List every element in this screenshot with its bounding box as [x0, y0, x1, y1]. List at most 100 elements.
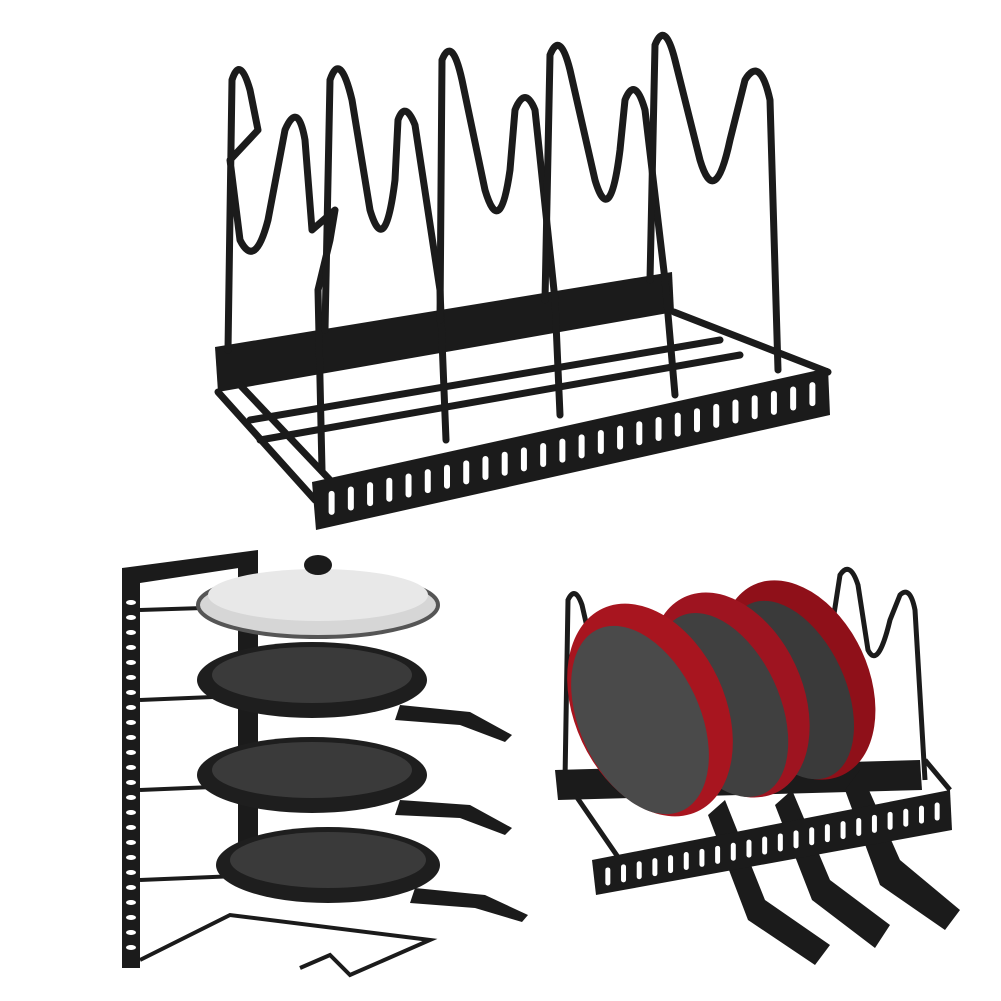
- slot: [126, 765, 136, 770]
- slot: [699, 848, 705, 867]
- slot: [126, 660, 136, 665]
- slot: [777, 833, 783, 852]
- slot: [126, 795, 136, 800]
- slot: [126, 855, 136, 860]
- slot: [840, 821, 846, 840]
- divider-wire: [541, 41, 679, 399]
- slot: [126, 750, 136, 755]
- side-rail: [670, 308, 832, 376]
- slot: [871, 814, 877, 833]
- side-plate: [122, 550, 258, 968]
- divider-wire: [827, 566, 928, 781]
- slot: [126, 705, 136, 710]
- slot: [809, 382, 816, 407]
- slot: [405, 473, 412, 498]
- slot: [713, 403, 720, 428]
- slot: [746, 839, 752, 858]
- slot: [770, 390, 777, 415]
- slot: [367, 482, 374, 507]
- slot: [463, 460, 470, 485]
- pot-lid: [196, 555, 440, 639]
- slot: [824, 824, 830, 843]
- slot-column: [126, 600, 136, 950]
- slot: [694, 408, 700, 433]
- slot: [126, 630, 136, 635]
- frying-pan: [216, 827, 528, 922]
- top-expandable-rack: [214, 31, 832, 530]
- slot: [605, 867, 611, 886]
- cross-rail: [246, 336, 724, 424]
- slot: [126, 645, 136, 650]
- slot: [126, 720, 136, 725]
- slot: [126, 825, 136, 830]
- frying-pan: [197, 737, 512, 835]
- slot: [520, 447, 527, 472]
- slot: [126, 600, 136, 605]
- slot: [674, 412, 681, 437]
- pan-handle: [395, 705, 512, 742]
- slot: [540, 443, 547, 468]
- slot: [126, 840, 136, 845]
- slot: [126, 690, 136, 695]
- slot: [126, 615, 136, 620]
- horizontal-pan-rack: [555, 566, 960, 965]
- slot: [790, 386, 797, 411]
- slot: [559, 438, 566, 463]
- lid-knob: [304, 555, 332, 575]
- side-rail: [923, 758, 952, 792]
- slot: [809, 827, 815, 846]
- slot: [126, 780, 136, 785]
- slot: [424, 469, 431, 494]
- slot: [126, 885, 136, 890]
- slot: [887, 811, 893, 830]
- slot: [793, 830, 799, 849]
- slot: [730, 842, 736, 861]
- slot: [126, 675, 136, 680]
- divider-wire: [646, 31, 782, 374]
- slot: [126, 915, 136, 920]
- slot: [636, 421, 643, 446]
- slot: [328, 490, 335, 515]
- divider-wire: [321, 65, 450, 444]
- slot: [762, 836, 768, 855]
- slot: [386, 477, 393, 502]
- slot-row: [605, 802, 940, 886]
- slot: [934, 802, 940, 821]
- slot: [617, 425, 624, 450]
- slot: [636, 861, 642, 880]
- slot: [732, 399, 739, 424]
- slot: [655, 416, 662, 441]
- divider-wire: [436, 47, 564, 419]
- slot: [918, 805, 924, 824]
- slot: [597, 429, 604, 454]
- slot: [444, 464, 450, 489]
- front-plate: [592, 790, 952, 895]
- slot: [903, 808, 909, 827]
- pan-handle: [410, 888, 528, 922]
- slot: [751, 395, 758, 420]
- front-plate: [312, 368, 830, 530]
- slot: [126, 870, 136, 875]
- frying-pan: [197, 642, 512, 742]
- divider-wire: [224, 66, 339, 474]
- slot: [501, 451, 508, 476]
- slot: [621, 864, 627, 883]
- slot: [482, 456, 489, 481]
- slot: [347, 486, 354, 511]
- slot: [126, 900, 136, 905]
- slot: [715, 845, 721, 864]
- slot: [683, 852, 689, 870]
- slot: [856, 818, 862, 836]
- pan-handle: [395, 800, 512, 835]
- slot: [126, 930, 136, 935]
- slot: [668, 855, 674, 874]
- side-rail: [214, 388, 319, 504]
- cross-rail: [256, 351, 744, 444]
- slot: [126, 810, 136, 815]
- vertical-pan-rack: [122, 550, 528, 978]
- slot: [578, 434, 585, 459]
- slot: [126, 945, 136, 950]
- slot: [652, 858, 658, 877]
